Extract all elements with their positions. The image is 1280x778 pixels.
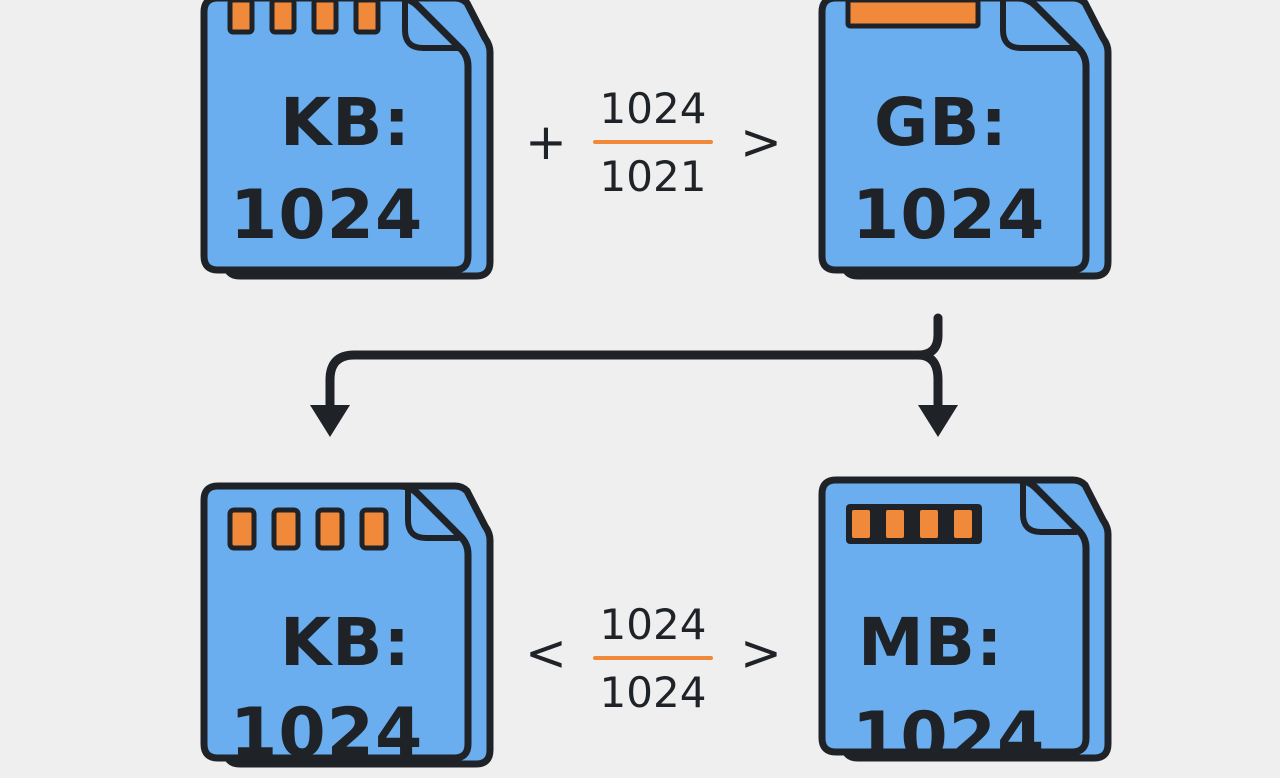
connector-arrows xyxy=(310,313,958,437)
arrowhead-right xyxy=(918,405,958,437)
card-unit-label: MB: xyxy=(858,604,1004,681)
plus-operator: + xyxy=(525,113,567,171)
memory-card-top-right: GB: 1024 xyxy=(818,0,1113,290)
fraction-bar xyxy=(593,656,713,660)
card-unit-label: KB: xyxy=(280,604,411,681)
greater-than-operator: > xyxy=(740,624,782,682)
fraction-bar xyxy=(593,140,713,144)
memory-card-bottom-left: KB: 1024 xyxy=(200,478,495,778)
card-value: 1024 xyxy=(852,176,1046,255)
card-value: 1024 xyxy=(230,694,424,773)
arrowhead-left xyxy=(310,405,350,437)
sd-card-icon xyxy=(818,0,1112,280)
fraction-denominator: 1021 xyxy=(599,152,707,201)
right-branch-connector xyxy=(913,350,943,415)
fraction-numerator: 1024 xyxy=(599,84,707,133)
fraction-denominator: 1024 xyxy=(599,668,707,717)
card-unit-label: GB: xyxy=(874,84,1008,161)
sd-card-icon xyxy=(200,0,494,280)
sd-card-icon xyxy=(200,482,494,768)
diagram-canvas: KB: 1024 GB: 1024 + 1024 1021 > KB: xyxy=(200,0,1113,772)
memory-card-bottom-right: MB: 1024 xyxy=(818,472,1113,772)
split-connector xyxy=(325,313,943,415)
less-than-operator: < xyxy=(525,624,567,682)
card-value: 1024 xyxy=(852,698,1046,777)
greater-than-operator: > xyxy=(740,113,782,171)
top-fraction: 1024 1021 xyxy=(588,88,718,198)
fraction-numerator: 1024 xyxy=(599,600,707,649)
memory-card-top-left: KB: 1024 xyxy=(200,0,495,290)
card-unit-label: KB: xyxy=(280,84,411,161)
bottom-fraction: 1024 1024 xyxy=(588,604,718,714)
card-value: 1024 xyxy=(230,176,424,255)
